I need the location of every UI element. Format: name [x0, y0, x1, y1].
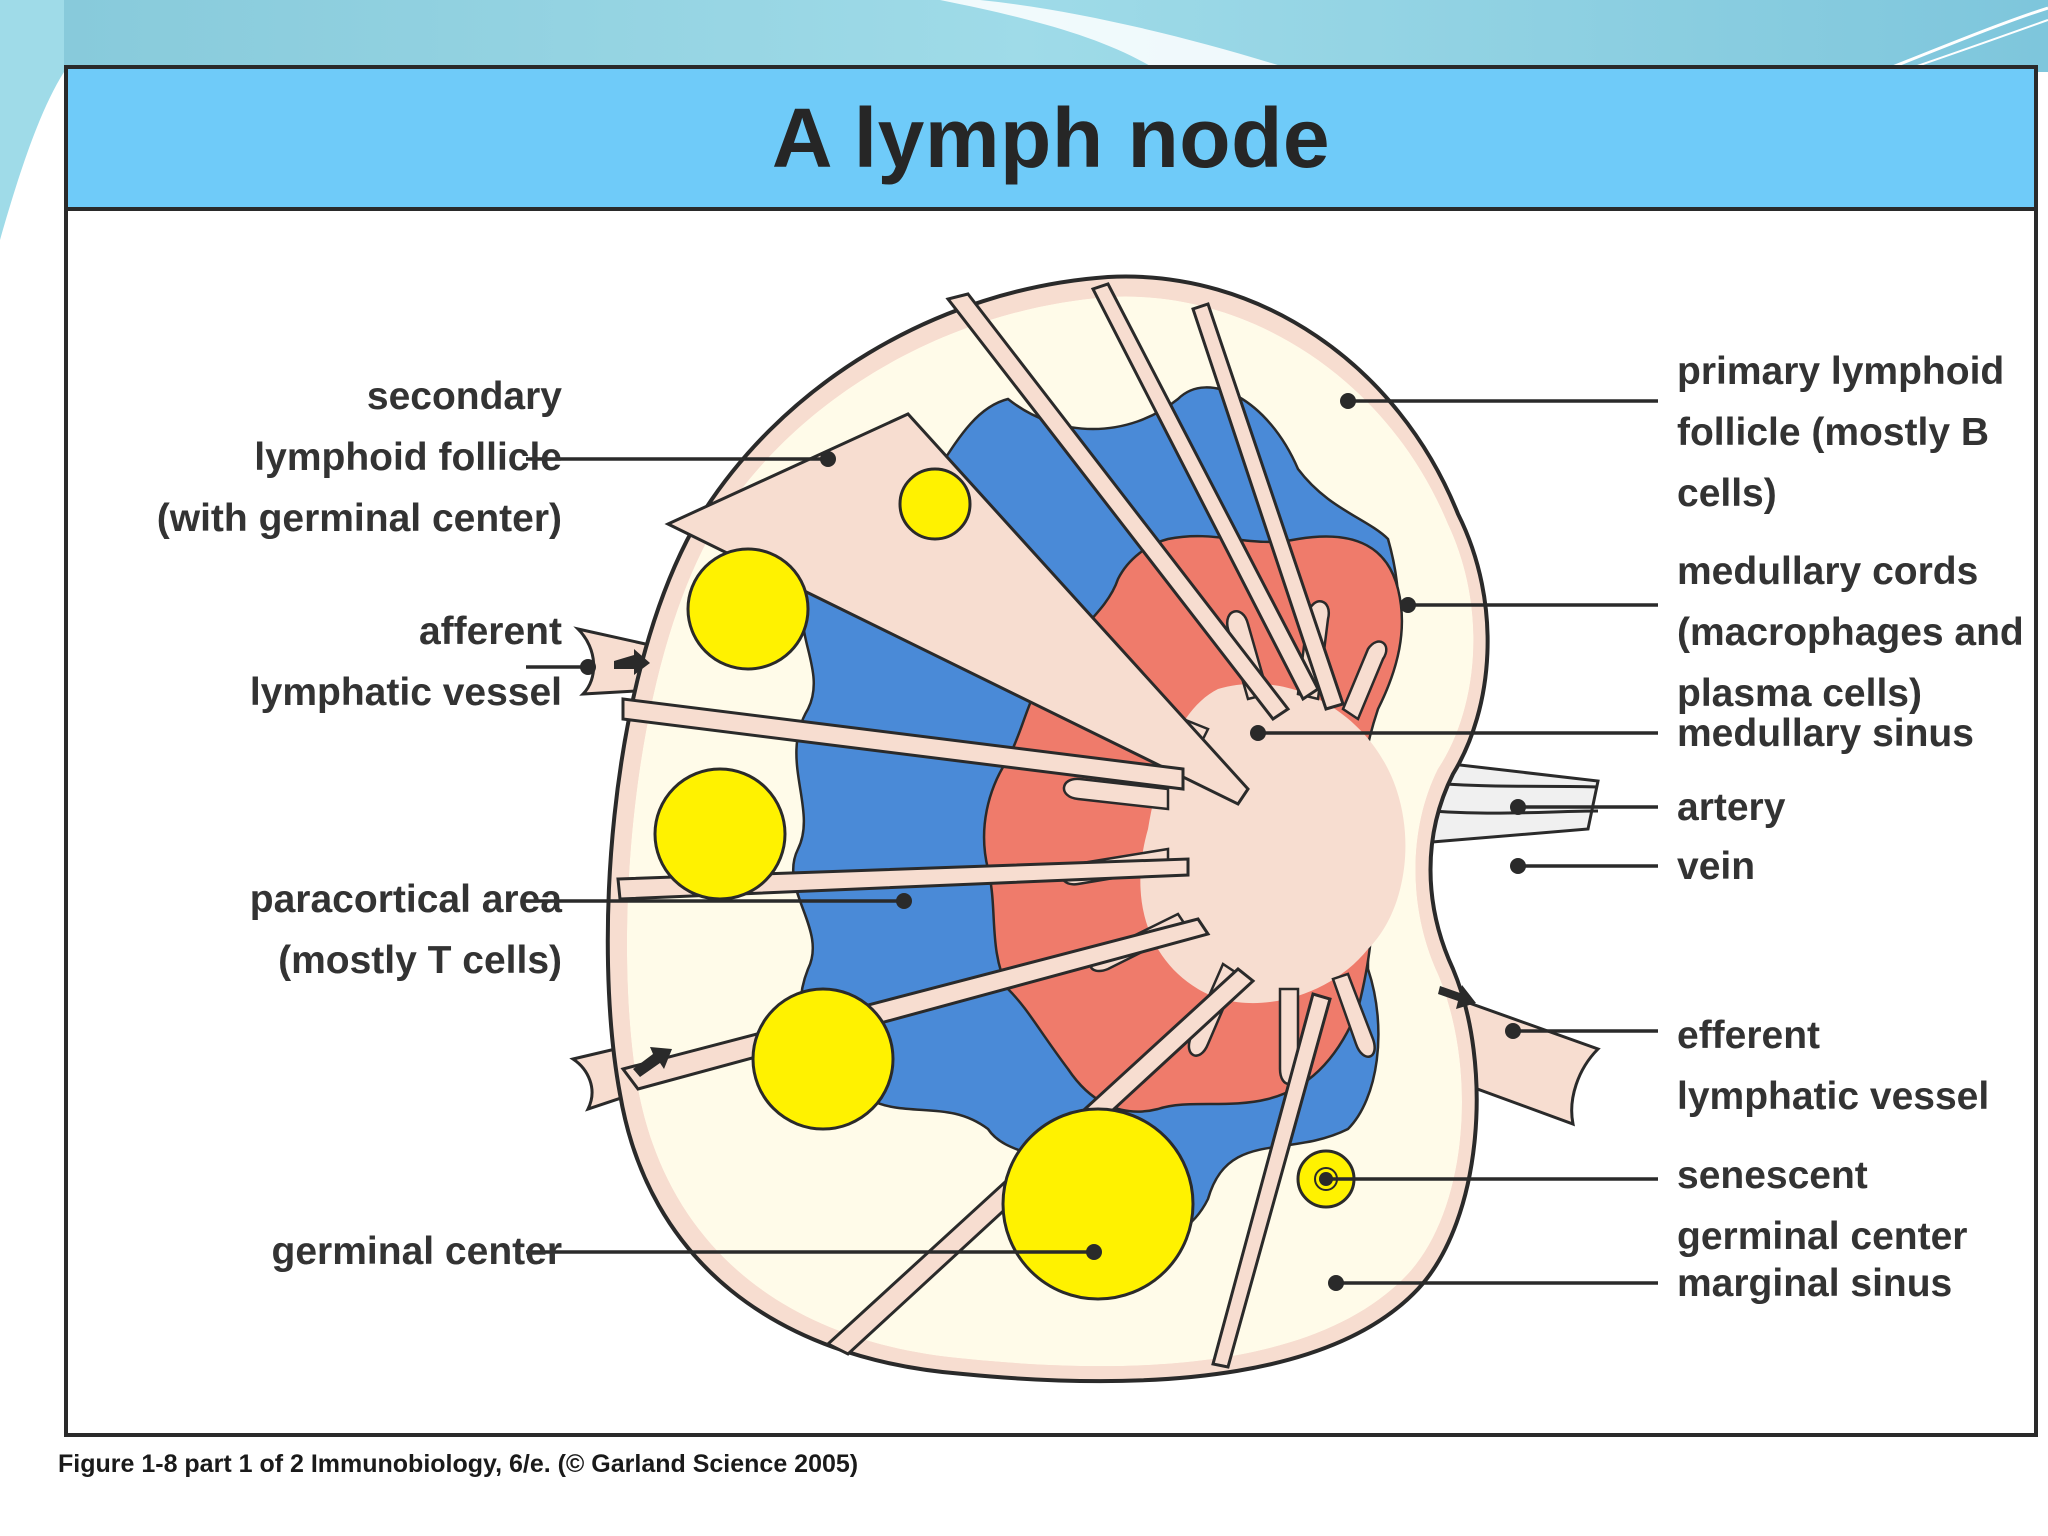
right-swoosh-line [1879, 6, 2048, 74]
label-germinal-center: germinal center [271, 1230, 562, 1273]
germinal-center-lower-left [751, 987, 895, 1131]
label-vein: vein [1677, 845, 1756, 888]
label-afferent-lymphatic-vessel: afferent lymphatic vessel [249, 610, 562, 714]
page-title: A lymph node [771, 90, 1331, 185]
flow-arrows [614, 649, 1476, 1077]
afferent-arrow-upper [614, 649, 650, 675]
leader-dots [580, 393, 1526, 1291]
white-swoosh [940, 0, 1300, 72]
leader-lines [526, 399, 1658, 1285]
right-swoosh-line-2 [1899, 19, 2048, 73]
left-swoosh [0, 0, 64, 240]
label-efferent-lymphatic-vessel: efferent lymphatic vessel [1677, 1014, 1990, 1118]
germinal-center-mid-left [653, 767, 787, 901]
label-primary-lymphoid-follicle: primary lymphoid follicle (mostly B cell… [1677, 350, 2005, 515]
germinal-center-large [1001, 1107, 1195, 1301]
trabeculae [616, 282, 1345, 1369]
title-bar: A lymph node [68, 69, 2034, 211]
label-paracortical-area: paracortical area (mostly T cells) [249, 878, 562, 982]
label-marginal-sinus: marginal sinus [1677, 1262, 1953, 1305]
figure-frame: A lymph node [64, 65, 2038, 1437]
figure-caption: Figure 1-8 part 1 of 2 Immunobiology, 6/… [58, 1450, 859, 1478]
label-medullary-cords: medullary cords (macrophages and plasma … [1677, 550, 2024, 715]
germinal-center-small [898, 467, 972, 541]
lymph-node-diagram [526, 274, 1658, 1384]
efferent-arrow [1438, 985, 1476, 1009]
label-medullary-sinus: medullary sinus [1677, 712, 1974, 755]
label-secondary-lymphoid-follicle: secondary lymphoid follicle (with germin… [156, 375, 562, 540]
label-artery: artery [1677, 786, 1786, 829]
germinal-center-upper-left [686, 547, 810, 671]
label-senescent-germinal-center: senescent germinal center [1677, 1154, 1968, 1258]
afferent-arrow-lower [633, 1047, 672, 1077]
